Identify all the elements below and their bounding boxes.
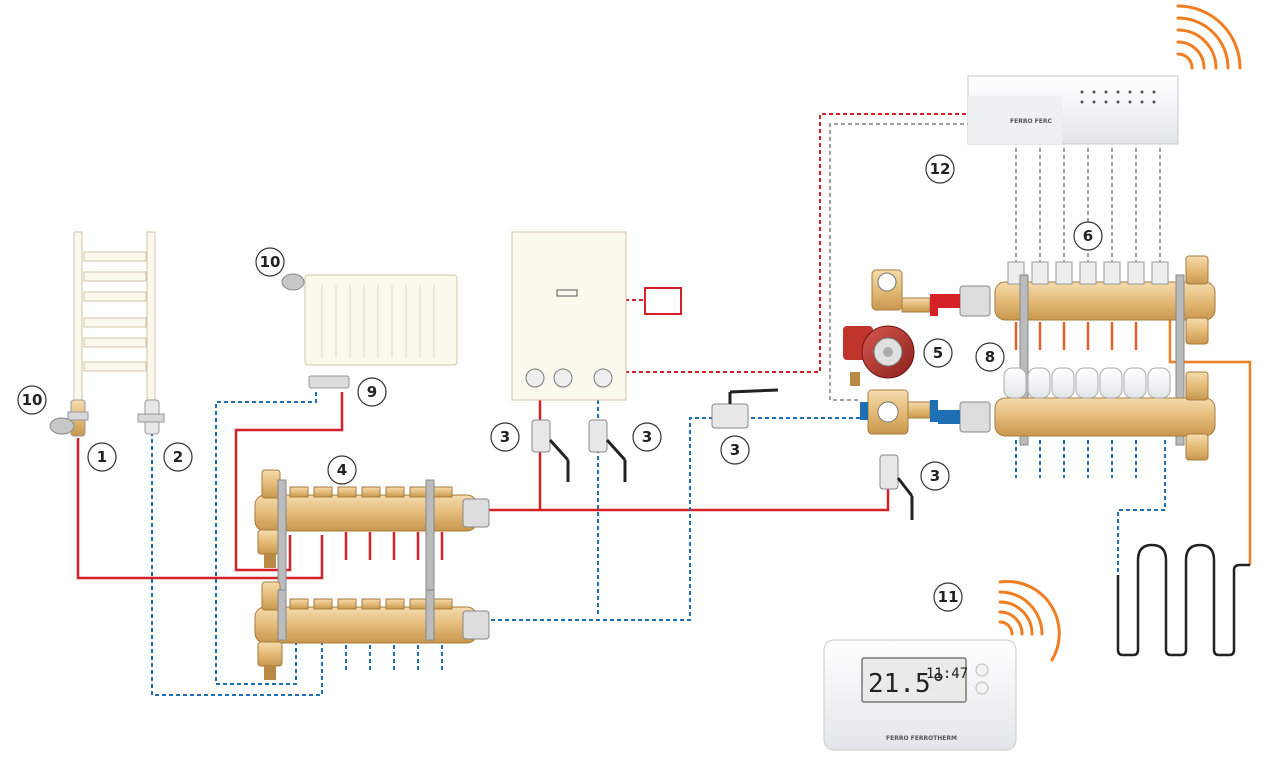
thermostatic-valve-1 (49, 399, 89, 437)
callout-label: 10 (260, 253, 281, 271)
callout-label: 12 (930, 160, 951, 178)
callout-c8: 8 (975, 342, 1005, 372)
thermostat-button-up[interactable] (975, 663, 989, 677)
ball-valve-boiler-supply (531, 419, 570, 482)
callout-c9: 9 (357, 377, 387, 407)
callout-c10b: 10 (17, 385, 47, 415)
thermostat-temperature: 21.5° (868, 669, 946, 699)
pipe-supply-towel (76, 438, 324, 580)
thermostat-time: 11:47 (926, 666, 968, 682)
callout-label: 5 (933, 344, 943, 362)
boiler (511, 231, 682, 401)
callout-label: 3 (500, 428, 510, 446)
callout-label: 10 (22, 391, 43, 409)
callout-c2: 2 (163, 442, 193, 472)
pipe-supply-floor-loop (1168, 320, 1252, 565)
radiator-connection-valve-9 (308, 375, 350, 389)
thermostatic-head-icon (49, 417, 75, 435)
pipes-supply (76, 320, 1252, 580)
callout-label: 9 (367, 383, 377, 401)
callout-c3d: 3 (920, 461, 950, 491)
pump-icon (843, 325, 915, 379)
manifold4-outlets-supply (344, 532, 444, 560)
wiring-controller: FERRO FERC (967, 75, 1179, 145)
callout-label: 11 (938, 588, 959, 606)
ball-valve-pump-supply (879, 454, 914, 520)
pipe-return-panel (215, 392, 317, 685)
ball-valve-return-main (711, 388, 779, 429)
thermostat-icon: 21.5° 11:47 FERRO FERROTHERM (823, 639, 1017, 751)
callout-c5: 5 (923, 338, 953, 368)
callout-label: 8 (985, 348, 995, 366)
pipe-supply-panel (234, 392, 344, 572)
callout-c3b: 3 (632, 422, 662, 452)
wireless-signal-icon (1176, 4, 1242, 70)
ball-valve-boiler-return (588, 419, 627, 482)
manifold6-outlets-supply (1014, 322, 1138, 350)
pipe-supply-main (480, 480, 890, 512)
callout-c11: 11 (933, 582, 963, 612)
wireless-signal-icon (998, 580, 1061, 662)
radiator-manifold-return (254, 581, 490, 680)
wire-boiler-to-controller (625, 113, 968, 373)
callout-label: 3 (930, 467, 940, 485)
panel-radiator (281, 273, 458, 389)
lockshield-valve-2 (137, 399, 165, 435)
callout-label: 3 (642, 428, 652, 446)
callout-c12: 12 (925, 154, 955, 184)
thermostat-button-down[interactable] (975, 681, 989, 695)
callout-label: 6 (1083, 227, 1093, 245)
callout-label: 1 (97, 448, 107, 466)
floor-heating-loop (1116, 543, 1250, 657)
manifold4-outlets-return (345, 645, 443, 672)
callout-label: 2 (173, 448, 183, 466)
floor-manifold-supply (938, 255, 1216, 446)
controller-brand: FERRO FERC (1010, 118, 1052, 125)
callout-c6: 6 (1073, 221, 1103, 251)
callout-c3a: 3 (490, 422, 520, 452)
thermostat-brand: FERRO FERROTHERM (886, 735, 957, 742)
callout-label: 3 (730, 441, 740, 459)
boiler-room-sensor (644, 287, 682, 315)
mixing-pump-group (843, 269, 938, 435)
pipe-return-main (484, 417, 860, 621)
callout-label: 4 (337, 461, 347, 479)
actuators-8 (1003, 367, 1171, 399)
thermostatic-head-icon (281, 273, 305, 291)
manifold6-outlets-return (1015, 440, 1137, 478)
wire-pump-to-controller (829, 123, 968, 401)
callout-c4: 4 (327, 455, 357, 485)
callout-c3c: 3 (720, 435, 750, 465)
floor-manifold-return (938, 367, 1216, 461)
radiator-manifold-supply (254, 469, 490, 591)
callout-c1: 1 (87, 442, 117, 472)
towel-radiator (73, 231, 156, 408)
callout-c10a: 10 (255, 247, 285, 277)
pipe-return-floor-loop (1117, 440, 1166, 575)
pipe-return-towel (151, 425, 323, 696)
